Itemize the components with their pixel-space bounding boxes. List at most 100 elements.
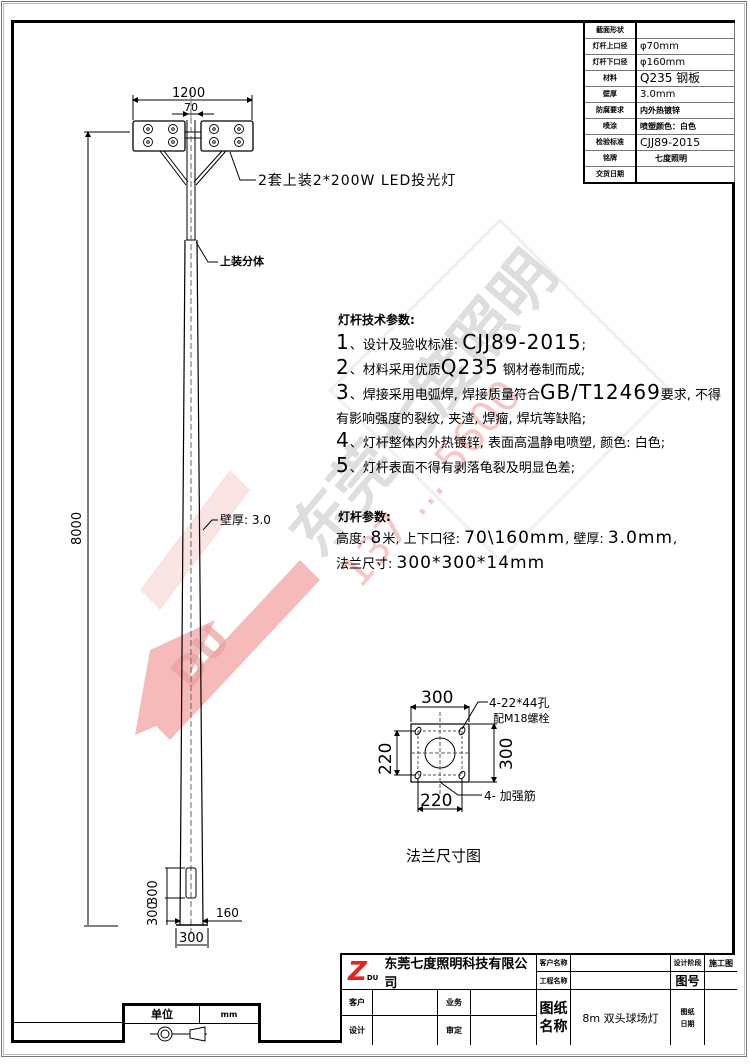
spec-value: φ70mm — [635, 38, 735, 55]
spec-label: 喷涂 — [583, 118, 637, 135]
spec-row: 防腐要求内外热镀锌 — [583, 102, 735, 119]
company-logo-icon: Z — [348, 957, 367, 987]
drawing-no-value — [705, 972, 737, 990]
dim-total-width: 1200 — [172, 86, 206, 101]
client-label: 客户 — [342, 990, 373, 1016]
spec-value: 喷塑颜色：白色 — [635, 118, 735, 135]
spec-label: 交货日期 — [583, 166, 637, 184]
line-end: , — [673, 532, 678, 547]
review-label: 审定 — [438, 1016, 471, 1045]
flange-callout-ribs: 4- 加强筋 — [484, 789, 536, 803]
company-cell: Z DU 东莞七度照明科技有限公司 — [342, 955, 537, 991]
tech-note-5: 5、灯杆表面不得有剥落龟裂及明显色差; — [336, 453, 575, 477]
callout-upper-section: 上装分体 — [220, 255, 264, 268]
label-height: 高度: — [336, 532, 371, 547]
tech-note-1: 1、设计及验收标准: CJJ89-2015; — [336, 330, 586, 354]
value-wall: 3.0mm — [607, 528, 673, 548]
flange-caption: 法兰尺寸图 — [406, 847, 482, 865]
review-value — [471, 1016, 537, 1045]
tech-note-3-cont: 有影响强度的裂纹, 夹渣, 焊瘤, 焊坑等缺陷; — [336, 412, 587, 427]
spec-row: 截面形状 — [583, 21, 735, 39]
drawing-name-value: 8m 双头球场灯 — [571, 990, 671, 1045]
callout-wall-thickness: 壁厚: 3.0 — [220, 513, 271, 527]
client-value — [373, 990, 438, 1016]
pole-params-line-2: 法兰尺寸: 300*300*14mm — [336, 553, 545, 573]
drawing-date-label-2: 日期 — [680, 1019, 695, 1028]
spec-value: Q235 钢板 — [635, 70, 735, 87]
note-number: 2 — [336, 355, 350, 379]
designer-label: 设计 — [342, 1016, 373, 1045]
value-flange: 300*300*14mm — [396, 553, 546, 573]
note-text: 、灯杆表面不得有剥落龟裂及明显色差; — [349, 461, 576, 476]
spec-label: 检验标准 — [583, 134, 637, 151]
note-text: 、灯杆整体内外热镀锌, 表面高温静电喷塑, 颜色: 白色; — [349, 436, 666, 451]
units-label: 单位 — [125, 1006, 200, 1024]
spec-label: 壁厚 — [583, 86, 637, 103]
flange-dim-left: 220 — [376, 742, 396, 775]
flange-callout-bolts: 配M18螺栓 — [493, 712, 550, 725]
spec-label: 防腐要求 — [583, 102, 637, 119]
note-code: CJJ89-2015 — [462, 330, 582, 354]
flange-dim-bottom: 220 — [420, 791, 453, 811]
tech-note-3: 3、焊接采用电弧焊, 焊接质量符合GB/T12469要求, 不得 — [336, 380, 721, 404]
label-flange: 法兰尺寸: — [336, 557, 397, 572]
sales-value — [471, 990, 537, 1016]
spec-label: 灯杆上口径 — [583, 38, 637, 55]
drawing-date-value — [705, 990, 737, 1045]
note-text: 、焊接采用电弧焊, 焊接质量符合 — [349, 388, 540, 403]
spec-value: φ160mm — [635, 54, 735, 71]
title-block: Z DU 东莞七度照明科技有限公司 客户名称 设计阶段 施工图 工程名称 图号 … — [340, 953, 737, 1045]
project-name-value — [571, 972, 671, 990]
tech-note-4: 4、灯杆整体内外热镀锌, 表面高温静电喷塑, 颜色: 白色; — [336, 428, 665, 452]
project-name-label: 工程名称 — [537, 972, 571, 990]
note-tail: 要求, 不得 — [660, 388, 722, 403]
note-number: 1 — [336, 330, 350, 354]
company-logo-sub: DU — [366, 974, 379, 982]
flange-dim-right: 300 — [497, 737, 517, 770]
drawing-name-label-2: 名称 — [539, 1018, 568, 1035]
spec-value: 3.0mm — [635, 86, 735, 103]
dim-flange-width: 300 — [179, 931, 204, 946]
note-code: Q235 — [440, 355, 499, 379]
note-tail: ; — [581, 338, 586, 353]
units-box: 单位 mm — [122, 1003, 261, 1043]
projection-symbol-icon — [150, 1026, 207, 1042]
tech-note-2: 2、材料采用优质Q235 钢材卷制而成; — [336, 355, 585, 379]
spec-value — [635, 166, 735, 184]
design-stage-value: 施工图 — [705, 955, 737, 972]
label-diameter: 上下口径: — [403, 532, 465, 547]
spec-label: 材料 — [583, 70, 637, 87]
note-code: GB/T12469 — [540, 380, 661, 404]
flange-dim-top: 300 — [421, 688, 454, 708]
units-leader-line — [11, 1022, 122, 1023]
dim-door-2: 300 — [146, 901, 161, 926]
note-tail: 钢材卷制而成; — [498, 363, 586, 378]
spec-value: 内外热镀锌 — [635, 102, 735, 119]
note-number: 4 — [336, 428, 350, 452]
spec-label: 截面形状 — [583, 21, 637, 39]
spec-value: CJJ89-2015 — [635, 134, 735, 151]
company-name: 东莞七度照明科技有限公司 — [384, 957, 528, 991]
pole-params-title: 灯杆参数: — [338, 510, 391, 524]
note-text: 、材料采用优质 — [349, 363, 441, 378]
spec-label: 灯杆下口径 — [583, 54, 637, 71]
dim-base-diameter: 160 — [216, 906, 239, 920]
unit-height: 米, — [382, 532, 404, 547]
drawing-no-label: 图号 — [671, 972, 705, 990]
pole-params-line-1: 高度: 8米, 上下口径: 70\160mm, 壁厚: 3.0mm, — [336, 528, 677, 548]
drawing-name-label-1: 图纸 — [539, 1000, 568, 1017]
note-number: 3 — [336, 380, 350, 404]
value-diameter: 70\160mm — [464, 528, 566, 548]
tech-notes-title: 灯杆技术参数: — [338, 313, 415, 327]
customer-name-label: 客户名称 — [537, 955, 571, 972]
spec-row: 交货日期 — [583, 166, 735, 184]
drawing-date-label: 图纸 日期 — [671, 990, 705, 1045]
drawing-date-label-1: 图纸 — [680, 1007, 695, 1016]
spec-label: 铭牌 — [583, 150, 637, 167]
